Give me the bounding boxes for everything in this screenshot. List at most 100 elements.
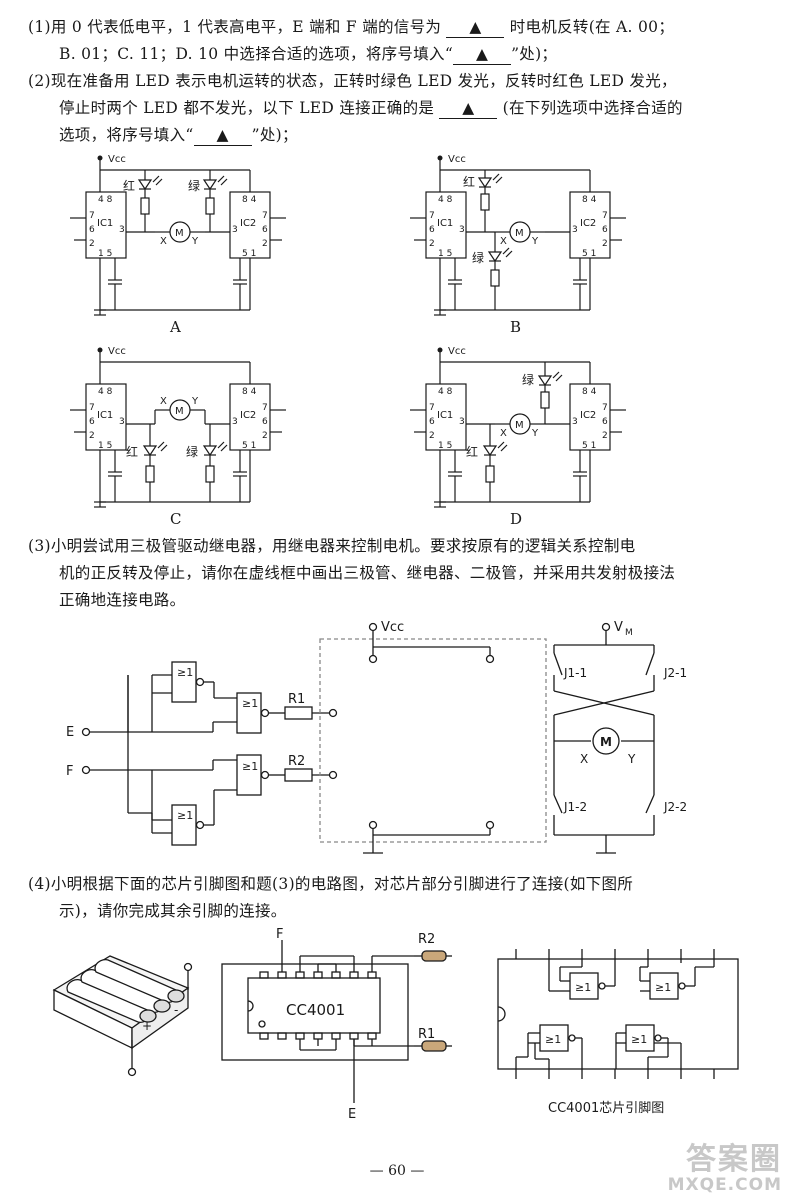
- svg-text:Y: Y: [191, 396, 199, 407]
- svg-text:1 5: 1 5: [438, 249, 452, 259]
- chip-body: [247, 977, 381, 1034]
- watermark-logo: 答案圈 MXQE.COM: [667, 1142, 782, 1195]
- ic2-chip: [229, 383, 271, 451]
- vcc-terminal: [437, 347, 443, 353]
- svg-text:8 4: 8 4: [582, 195, 597, 205]
- led-label: 绿: [472, 250, 484, 265]
- led-label: 红: [126, 444, 138, 459]
- option-label-d: D: [510, 510, 523, 528]
- svg-text:6: 6: [429, 225, 435, 235]
- led-icon: [477, 177, 493, 189]
- resistor-icon: [205, 465, 215, 483]
- svg-text:3: 3: [459, 417, 465, 427]
- svg-text:8 4: 8 4: [242, 195, 257, 205]
- answer-blank: ▲: [193, 125, 252, 146]
- svg-text:+: +: [142, 1019, 152, 1033]
- led-label: 绿: [186, 444, 198, 459]
- option-label-a: A: [170, 318, 181, 336]
- answer-blank: ▲: [439, 98, 498, 119]
- svg-text:≥1: ≥1: [545, 1033, 561, 1046]
- led-icon: [487, 251, 503, 263]
- motor-label: M: [515, 228, 524, 239]
- ic1-chip: [85, 191, 127, 259]
- option-label-b: B: [510, 318, 522, 336]
- pinout-top-pins: [515, 949, 715, 959]
- svg-text:J1-1: J1-1: [563, 666, 587, 680]
- svg-text:2: 2: [429, 239, 435, 249]
- svg-text:X: X: [160, 396, 167, 407]
- svg-text:F: F: [66, 764, 73, 779]
- svg-text:1 5: 1 5: [98, 441, 112, 451]
- svg-text:6: 6: [89, 417, 95, 427]
- svg-text:4 8: 4 8: [438, 387, 453, 397]
- svg-text:7: 7: [429, 211, 435, 221]
- terminal-e: [81, 727, 91, 737]
- relay-control-diagram: E F ≥1 ≥1 ≥1 ≥1 R1 R2 Vcc V M J1-1 J2-1 …: [66, 620, 687, 854]
- question-1-line-2: B. 01；C. 11；D. 10 中选择合适的选项，将序号填入“▲”处)；: [59, 45, 558, 65]
- svg-text:F: F: [276, 927, 283, 942]
- chip-wiring-diagram: F R2 R1 E CC4001: [221, 927, 452, 1122]
- led-label: 红: [123, 178, 135, 193]
- svg-text:Y: Y: [191, 236, 199, 247]
- top-pins: [259, 971, 377, 979]
- led-icon: [537, 375, 553, 387]
- question-2-line-3: 选项，将序号填入“▲”处)；: [59, 125, 298, 146]
- resistor-r1: [421, 1040, 447, 1052]
- svg-text:Y: Y: [531, 236, 539, 247]
- svg-text:CC4001: CC4001: [286, 1001, 345, 1019]
- svg-text:3: 3: [232, 417, 238, 427]
- ic2-label: IC2: [580, 218, 596, 229]
- svg-text:5 1: 5 1: [582, 441, 596, 451]
- question-1-line-1: (1)用 0 代表低电平，1 代表高电平，E 端和 F 端的信号为 ▲ 时电机反…: [28, 18, 675, 38]
- svg-text:2: 2: [602, 431, 608, 441]
- svg-text:≥1: ≥1: [631, 1033, 647, 1046]
- resistor-icon: [145, 465, 155, 483]
- svg-text:X: X: [500, 236, 507, 247]
- motor-label: M: [175, 406, 184, 417]
- motor-label: M: [175, 228, 184, 239]
- svg-text:3: 3: [119, 225, 125, 235]
- pinout-bottom-pins: [515, 1069, 715, 1079]
- svg-text:6: 6: [429, 417, 435, 427]
- option-label-c: C: [170, 510, 182, 528]
- svg-text:J2-1: J2-1: [663, 666, 687, 680]
- question-3-line-2: 机的正反转及停止，请你在虚线框中画出三极管、继电器、二极管，并采用共发射极接法: [59, 564, 676, 582]
- svg-text:5 1: 5 1: [242, 441, 256, 451]
- resistor-icon: [140, 197, 150, 215]
- question-3-line-3: 正确地连接电路。: [59, 591, 186, 609]
- svg-text:7: 7: [429, 403, 435, 413]
- ic2-label: IC2: [240, 410, 256, 421]
- svg-text:5 1: 5 1: [582, 249, 596, 259]
- svg-text:3: 3: [572, 225, 578, 235]
- resistor-icon: [205, 197, 215, 215]
- led-label: 绿: [522, 372, 534, 387]
- vcc-label: Vcc: [448, 346, 466, 357]
- led-icon: [202, 179, 218, 191]
- svg-text:6: 6: [262, 225, 268, 235]
- svg-text:R1: R1: [288, 692, 305, 707]
- svg-text:M: M: [600, 735, 612, 749]
- svg-text:3: 3: [459, 225, 465, 235]
- vcc-label: Vcc: [108, 154, 126, 165]
- led-label: 红: [466, 444, 478, 459]
- svg-text:4 8: 4 8: [98, 387, 113, 397]
- vcc-terminal: [97, 155, 103, 161]
- question-2-line-1: (2)现在准备用 LED 表示电机运转的状态，正转时绿色 LED 发光，反转时红…: [28, 72, 677, 90]
- resistor-icon: [485, 465, 495, 483]
- ic1-label: IC1: [97, 218, 113, 229]
- svg-text:R2: R2: [418, 932, 435, 947]
- question-3: (3)小明尝试用三极管驱动继电器，用继电器来控制电机。要求按原有的逻辑关系控制电…: [28, 533, 778, 614]
- svg-text:X: X: [500, 428, 507, 439]
- led-label: 红: [463, 174, 475, 189]
- svg-text:E: E: [66, 725, 74, 740]
- svg-text:8 4: 8 4: [582, 387, 597, 397]
- svg-text:Y: Y: [531, 428, 539, 439]
- svg-text:R1: R1: [418, 1027, 435, 1042]
- svg-text:2: 2: [89, 239, 95, 249]
- question-2-line-2: 停止时两个 LED 都不发光，以下 LED 连接正确的是 ▲ (在下列选项中选择…: [59, 98, 683, 119]
- ic1-label: IC1: [437, 218, 453, 229]
- ic2-chip: [229, 191, 271, 259]
- svg-text:Vcc: Vcc: [381, 620, 404, 635]
